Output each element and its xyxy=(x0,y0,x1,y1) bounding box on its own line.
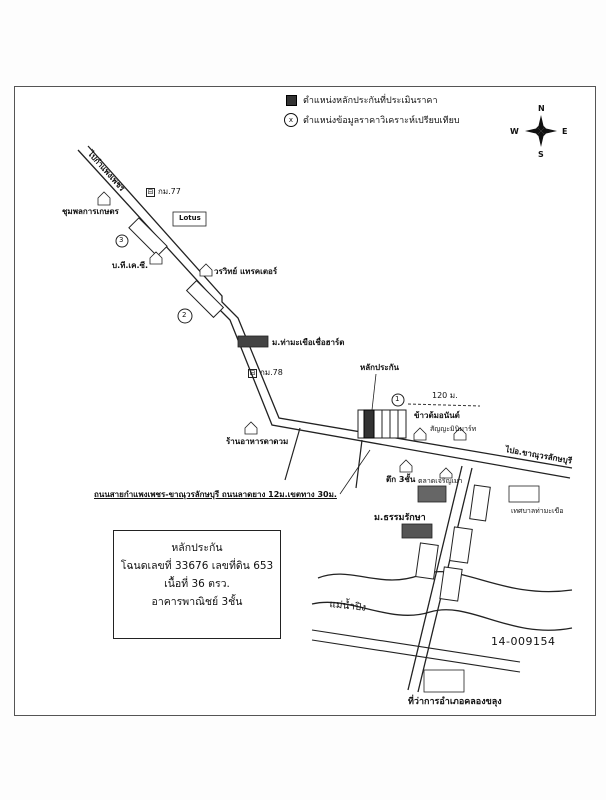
legend-collateral-label: ตำแหน่งหลักประกันที่ประเมินราคา xyxy=(303,96,438,106)
comparable-circle-icon: x xyxy=(284,113,298,127)
block-south-1 xyxy=(415,542,439,580)
collateral-leader xyxy=(371,373,377,411)
main-road xyxy=(77,149,571,479)
km78-marker-icon: ⊟ xyxy=(248,369,257,378)
document-id: 14-009154 xyxy=(491,635,556,648)
legend-collateral: ตำแหน่งหลักประกันที่ประเมินราคา xyxy=(286,93,460,107)
lotus-label: Lotus xyxy=(179,214,201,222)
market-label: ตลาดเจริญเมา xyxy=(418,477,463,485)
road-description-label: ถนนสายกำแพงเพชร-ขาณุวรลักษบุรี ถนนลาดยาง… xyxy=(94,490,337,499)
river-lower-line xyxy=(311,629,521,663)
rice-shop-label: ข้าวต้มอนันต์ xyxy=(414,411,460,420)
distance-label: 120 ม. xyxy=(432,391,458,400)
side-road-s xyxy=(355,439,363,489)
river-bank-south xyxy=(311,601,573,631)
landmark-icons xyxy=(97,191,467,479)
mini-mart-label: สัญญะมินิมาร์ท xyxy=(430,425,477,433)
compass-north-label: N xyxy=(538,104,545,113)
info-area: เนื้อที่ 36 ตรว. xyxy=(164,578,230,590)
map-legend: ตำแหน่งหลักประกันที่ประเมินราคา x ตำแหน่… xyxy=(284,93,460,133)
distance-line xyxy=(407,403,481,407)
side-road-sw xyxy=(284,427,301,481)
comparable-3-marker xyxy=(115,234,129,248)
km77-marker-icon: ⊟ xyxy=(146,188,155,197)
km78-label: กม.78 xyxy=(260,368,283,377)
comparable-2-marker xyxy=(177,308,193,324)
comparable-1-label: 1 xyxy=(395,395,400,403)
river-lower-line-2 xyxy=(311,639,521,673)
school-office-label: ม.ท่ามะเขือเชื่อฮาร์ต xyxy=(272,338,345,347)
municipality-label: เทศบาลท่ามะเขือ xyxy=(511,507,564,515)
collateral-square-icon xyxy=(286,94,297,106)
comparable-1-marker xyxy=(391,393,405,407)
south-road xyxy=(407,465,463,691)
map-frame xyxy=(14,86,596,716)
building-3-label: ตึก 3ชั้น xyxy=(386,475,416,484)
info-building: อาคารพาณิชย์ 3ชั้น xyxy=(151,596,243,608)
compass-east-label: E xyxy=(562,127,568,136)
compass-south-label: S xyxy=(538,150,544,159)
km77-label: กม.77 xyxy=(158,187,181,196)
collateral-parcels xyxy=(357,409,407,439)
food-shop-label: ร้านอาหารดาดวม xyxy=(226,437,289,446)
bks-label: บ.ที.เค.ซี. xyxy=(112,261,149,270)
block-south-3 xyxy=(439,566,463,602)
info-title: หลักประกัน xyxy=(171,542,223,554)
legend-comparable-label: ตำแหน่งข้อมูลราคาวิเคราะห์เปรียบเทียบ xyxy=(303,116,460,126)
district-office-label: ที่ว่าการอำเภอคลองขลุง xyxy=(408,697,502,707)
block-3 xyxy=(128,217,168,257)
community-label: ชุมพลการเกษตร xyxy=(62,207,119,216)
road-label-leader xyxy=(339,449,371,495)
collateral-info-box: หลักประกัน โฉนดเลขที่ 33676 เลขที่ดิน 65… xyxy=(113,530,281,639)
school-label: ม.ธรรมรักษา xyxy=(374,513,426,523)
legend-comparable: x ตำแหน่งข้อมูลราคาวิเคราะห์เปรียบเทียบ xyxy=(284,113,460,127)
tractor-label: วรวิทย์ แทรคเตอร์ xyxy=(214,267,278,276)
block-south-4 xyxy=(469,484,491,522)
comparable-2-label: 2 xyxy=(182,311,187,319)
block-south-2 xyxy=(449,526,473,564)
compass-rose xyxy=(525,115,557,147)
compass-west-label: W xyxy=(510,127,519,136)
building-icons xyxy=(172,211,540,693)
collateral-label: หลักประกัน xyxy=(360,363,400,372)
info-deed: โฉนดเลขที่ 33676 เลขที่ดิน 653 xyxy=(120,560,274,572)
comparable-3-label: 3 xyxy=(119,236,124,244)
block-2 xyxy=(185,279,225,319)
